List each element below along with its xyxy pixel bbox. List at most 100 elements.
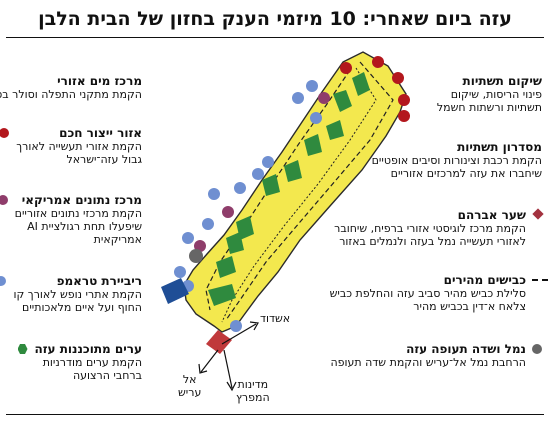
legend-title: ערים מתוכננות עזה xyxy=(34,342,143,356)
legend-desc: לאזורי תעשייה נמל בעזה ולנמלים באזור xyxy=(339,235,526,248)
city-zone-6 xyxy=(262,174,280,196)
lightBlue-dot-16 xyxy=(182,232,194,244)
legend-desc: צלאח א־דין בכביש מהיר xyxy=(413,300,526,313)
legend-smart-manufacturing: אזור ייצור חכם הקמת אזורי תעשייה לאורך ג… xyxy=(0,126,142,166)
lightBlue-dot-13 xyxy=(208,188,220,200)
gaza-strip xyxy=(183,51,407,333)
circle-icon xyxy=(532,344,542,354)
gulf-label-line1: מדינות xyxy=(237,378,269,391)
dashed-line-icon xyxy=(532,279,548,283)
arish-label-line1: אל xyxy=(182,373,197,386)
arish-label: אל עריש xyxy=(178,373,201,399)
legend-infrastructure-corridor: מסדרון תשתיות הקמת רכבת וצינורות וסיבים … xyxy=(372,140,542,180)
red-dot-5 xyxy=(398,110,410,122)
project-dots xyxy=(174,56,410,332)
title-divider xyxy=(6,37,544,38)
city-zone-2 xyxy=(333,90,352,112)
gray-dot-18 xyxy=(189,249,203,263)
legend-title: אזור ייצור חכם xyxy=(59,126,142,140)
direction-arrows xyxy=(198,321,259,392)
arrow-arish xyxy=(200,349,219,373)
lightBlue-dot-6 xyxy=(306,80,318,92)
red-dot-3 xyxy=(392,72,404,84)
red-dot-4 xyxy=(398,94,410,106)
legend-desc: הקמת רכבת וצינורות וסיבים אופטיים xyxy=(371,154,542,167)
legend-title: ריביירת טראמפ xyxy=(56,274,142,288)
page-title: עזה ביום שאחרי: 10 מיזמי הענק בחזון של ה… xyxy=(38,8,512,30)
legend-desc: תשתיות ורשתות חשמל xyxy=(436,101,542,114)
purple-dot-14 xyxy=(222,206,234,218)
city-zone-9 xyxy=(216,256,236,278)
lightBlue-dot-8 xyxy=(310,112,322,124)
lightBlue-dot-7 xyxy=(292,92,304,104)
lightBlue-dot-21 xyxy=(230,320,242,332)
city-zone-3 xyxy=(326,120,344,140)
legend-desc: הקמת ערים מודרניות xyxy=(42,356,142,369)
arrow-gulf-head xyxy=(226,381,237,392)
circle-icon xyxy=(0,128,10,138)
gulf-label-line2: המפרץ xyxy=(236,391,270,404)
arrow-gulf xyxy=(223,349,233,389)
arrow-ashdod-head xyxy=(249,321,259,331)
abraham-gate-diamond xyxy=(206,330,232,354)
legend-desc: ברחבי הרצועה xyxy=(72,369,142,382)
arrow-ashdod xyxy=(221,323,257,345)
arish-label-line2: עריש xyxy=(178,386,202,399)
highway-line-west xyxy=(205,69,351,311)
legend-data-center: מרכז נתונים אמריקאי הקמת מרכזי נתונים אז… xyxy=(0,193,142,246)
planned-cities-zones xyxy=(208,72,370,306)
city-zone-7 xyxy=(236,216,254,240)
lightBlue-dot-10 xyxy=(262,156,274,168)
purple-dot-9 xyxy=(318,92,330,104)
legend-desc: שיחברו את עזה למרכזים אזוריים xyxy=(390,167,542,180)
legend-water-center: מרכז מים אזורי הקמת מתקני התפלה וסולר בס… xyxy=(0,74,142,101)
ashdod-label: אשדוד xyxy=(260,312,291,325)
city-zone-4 xyxy=(304,134,322,156)
arrow-arish-head xyxy=(198,363,208,374)
infrastructure-corridor-line xyxy=(221,67,377,323)
city-zone-5 xyxy=(284,160,302,182)
circle-icon xyxy=(0,195,8,205)
legend-title: שיקום תשתיות xyxy=(462,74,542,88)
legend-infrastructure-rehab: שיקום תשתיות פינוי הריסות, שיקום תשתיות … xyxy=(437,74,542,114)
legend-title: כבישים מהירים xyxy=(443,273,526,287)
city-zone-1 xyxy=(352,72,370,96)
highway-line-east xyxy=(225,61,394,321)
legend-desc: גבול עזה־ישראל xyxy=(66,153,142,166)
legend-desc: הקמת אתרי נופש לאורך קו xyxy=(13,288,142,301)
red-dot-2 xyxy=(372,56,384,68)
legend-title: מרכז מים אזורי xyxy=(57,74,142,88)
lightBlue-dot-15 xyxy=(202,218,214,230)
legend-desc: סלילת כביש מהיר סביב עזה והחלפת כביש xyxy=(329,287,526,300)
legend-desc: פינוי הריסות, שיקום xyxy=(450,88,542,101)
legend-desc: שיפעלו תחת רגולציית AI xyxy=(27,220,142,233)
circle-icon xyxy=(0,276,7,286)
legend-title: שער אברהם xyxy=(457,208,526,222)
city-zone-10 xyxy=(208,284,236,306)
legend-desc: החוף ועל איים מלאכותיים xyxy=(22,301,142,314)
legend-desc: הקמת מתקני התפלה וסולר בסיני xyxy=(0,88,142,101)
legend-title: מסדרון תשתיות xyxy=(457,140,542,154)
legend-trump-riviera: ריביירת טראמפ הקמת אתרי נופש לאורך קו הח… xyxy=(0,274,142,314)
legend-desc: הקמת אזורי תעשייה לאורך xyxy=(16,140,142,153)
lightBlue-dot-11 xyxy=(252,168,264,180)
red-dot-1 xyxy=(340,62,352,74)
legend-desc: הקמת מרכזי נתונים אזוריים xyxy=(14,207,142,220)
hexagon-icon xyxy=(17,344,28,354)
legend-desc: הקמת מרכז לוגיסטי אזורי ברפיח, שיחובר xyxy=(334,222,526,235)
legend-title: מרכז נתונים אמריקאי xyxy=(21,193,142,207)
city-zone-8 xyxy=(226,232,244,254)
lightBlue-dot-19 xyxy=(174,266,186,278)
legend-port-airport: נמל ושדה תעופה עזה הרחבת נמל אל־עריש והק… xyxy=(330,342,542,369)
legend-title: נמל ושדה תעופה עזה xyxy=(406,342,526,356)
legend-planned-cities: ערים מתוכננות עזה הקמת ערים מודרניות ברח… xyxy=(17,342,143,382)
lightBlue-dot-12 xyxy=(234,182,246,194)
gulf-label: מדינות המפרץ xyxy=(236,378,270,404)
legend-abraham-gate: שער אברהם הקמת מרכז לוגיסטי אזורי ברפיח,… xyxy=(334,208,544,248)
purple-dot-17 xyxy=(194,240,206,252)
water-center-square xyxy=(161,278,189,304)
bottom-divider xyxy=(6,414,544,415)
legend-desc: אמריקאית xyxy=(93,233,142,246)
